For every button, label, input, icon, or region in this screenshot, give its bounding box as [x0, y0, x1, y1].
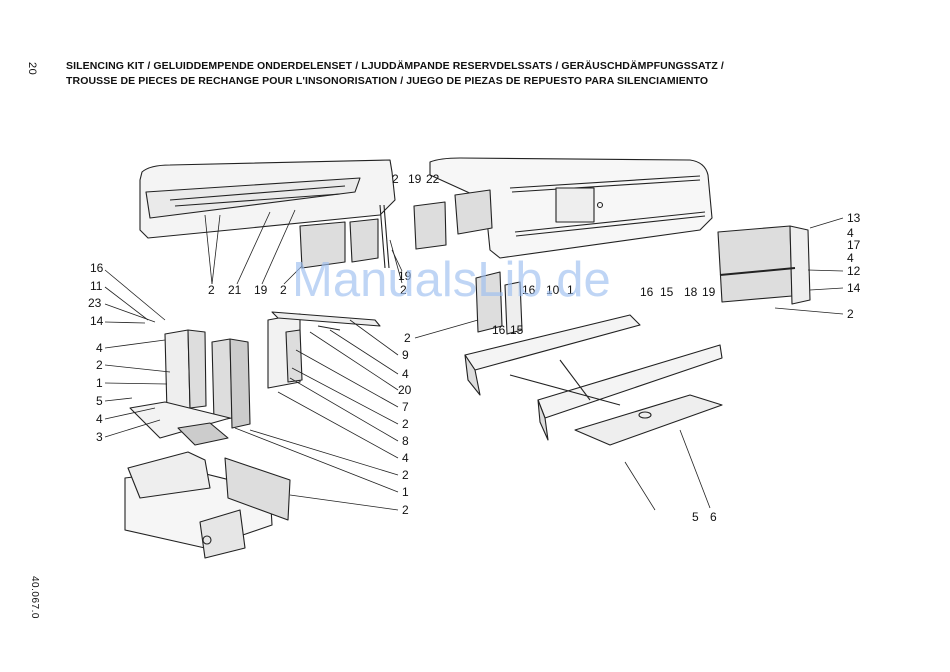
main-frame [464, 314, 723, 446]
callout-2-tl2: 2 [280, 283, 287, 297]
callout-16-frame2: 16 [492, 323, 506, 337]
callout-4-c1: 4 [402, 367, 409, 381]
callout-16-left: 16 [90, 261, 104, 275]
callout-14-r: 14 [847, 281, 861, 295]
callout-16-r: 16 [640, 285, 654, 299]
hood-right-cover [429, 157, 713, 259]
callout-12: 12 [847, 264, 861, 278]
callout-20: 20 [398, 383, 412, 397]
callout-2-left: 2 [96, 358, 103, 372]
callout-15-frame: 15 [510, 323, 524, 337]
callout-19-top: 19 [408, 172, 422, 186]
callout-1-c: 1 [402, 485, 409, 499]
callout-15-r: 15 [660, 285, 674, 299]
callout-13: 13 [847, 211, 861, 225]
callout-7: 7 [402, 400, 409, 414]
callout-9: 9 [402, 348, 409, 362]
callout-22-top: 22 [426, 172, 440, 186]
callout-19-tl: 19 [254, 283, 268, 297]
callout-14-left: 14 [90, 314, 104, 328]
callout-2-c1: 2 [402, 417, 409, 431]
callout-11: 11 [90, 279, 103, 293]
callout-10: 10 [546, 283, 560, 297]
callout-2-c2: 2 [402, 468, 409, 482]
callout-5-left: 5 [96, 394, 103, 408]
callout-3: 3 [96, 430, 103, 444]
right-panel-assembly [717, 225, 811, 305]
callout-19-mid: 19 [398, 269, 412, 283]
callout-16-frame: 16 [522, 283, 536, 297]
hood-left-cover [139, 159, 396, 239]
callout-18: 18 [684, 285, 698, 299]
callout-2-mid: 2 [400, 283, 407, 297]
callout-4-left: 4 [96, 341, 103, 355]
callout-4-c2: 4 [402, 451, 409, 465]
hatched-bracket [475, 271, 523, 335]
callout-labels: 2 19 22 2 21 19 2 19 2 16 11 23 14 4 2 1… [88, 172, 861, 524]
callout-19-r: 19 [702, 285, 716, 299]
callout-1-frame: 1 [567, 283, 574, 297]
callout-6: 6 [710, 510, 717, 524]
callout-4-left2: 4 [96, 412, 103, 426]
callout-2-c3: 2 [402, 503, 409, 517]
insulation-panels-top [299, 189, 493, 269]
callout-1-left: 1 [96, 376, 103, 390]
base-box [124, 451, 291, 559]
callout-21: 21 [228, 283, 242, 297]
callout-5-br: 5 [692, 510, 699, 524]
callout-23: 23 [88, 296, 102, 310]
callout-2-frame: 2 [404, 331, 411, 345]
callout-2-top: 2 [392, 172, 399, 186]
callout-4-r2: 4 [847, 251, 854, 265]
callout-2-r: 2 [847, 307, 854, 321]
leader-lines [104, 209, 844, 511]
page-title-line-2: TROUSSE DE PIECES DE RECHANGE POUR L'INS… [66, 75, 709, 87]
center-upright-brackets [267, 311, 381, 389]
page-title-line-1: SILENCING KIT / GELUIDDEMPENDE ONDERDELE… [66, 60, 724, 72]
left-side-panels [129, 329, 251, 446]
callout-2-tl: 2 [208, 283, 215, 297]
watermark: ManualsLib.de [292, 253, 611, 307]
callout-4-r1: 4 [847, 226, 854, 240]
callout-17: 17 [847, 238, 861, 252]
callout-8: 8 [402, 434, 409, 448]
